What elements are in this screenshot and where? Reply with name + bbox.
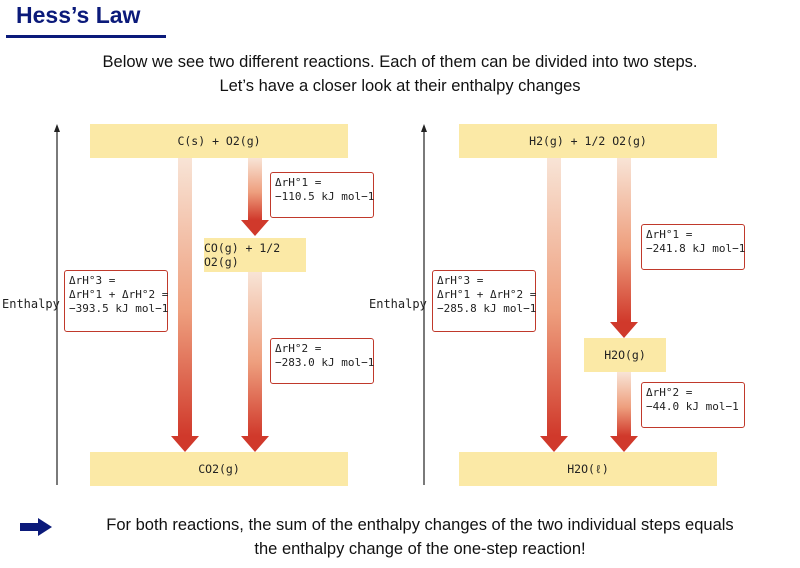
intro-line-1: Below we see two different reactions. Ea… [102, 53, 698, 71]
footer-line-2: the enthalpy change of the one-step reac… [254, 540, 586, 558]
right-level-intermediate-text: H2O(g) [604, 348, 646, 362]
right-level-products-text: H2O(ℓ) [567, 461, 609, 476]
left-axis-label: Enthalpy [2, 297, 60, 311]
right-level-reactants: H2(g) + 1/2 O2(g) [459, 124, 717, 158]
right-step2-label: ΔrH°2 = [646, 386, 693, 399]
left-level-products: CO2(g) [90, 452, 348, 486]
right-axis-label: Enthalpy [369, 297, 427, 311]
left-step1-label: ΔrH°1 = [275, 176, 322, 189]
left-overall-arrow [171, 158, 199, 452]
left-level-products-text: CO2(g) [198, 462, 240, 476]
right-step2-box: ΔrH°2 = −44.0 kJ mol−1 [641, 382, 745, 428]
right-step2-value: −44.0 kJ mol−1 [646, 400, 739, 413]
footer-line-1: For both reactions, the sum of the entha… [106, 516, 734, 534]
left-overall-value: −393.5 kJ mol−1 [69, 302, 169, 315]
left-overall-label: ΔrH°3 = [69, 274, 116, 287]
right-axis-head [421, 124, 427, 132]
left-step2-value: −283.0 kJ mol−1 [275, 356, 375, 369]
left-step2-box: ΔrH°2 = −283.0 kJ mol−1 [270, 338, 374, 384]
right-overall-label: ΔrH°3 = [437, 274, 484, 287]
left-step1-arrow [241, 158, 269, 236]
left-axis-head [54, 124, 60, 132]
left-step1-value: −110.5 kJ mol−1 [275, 190, 375, 203]
left-overall-sum: ΔrH°1 + ΔrH°2 = [69, 288, 169, 301]
left-step1-box: ΔrH°1 = −110.5 kJ mol−1 [270, 172, 374, 218]
left-overall-box: ΔrH°3 = ΔrH°1 + ΔrH°2 = −393.5 kJ mol−1 [64, 270, 168, 332]
left-step2-label: ΔrH°2 = [275, 342, 322, 355]
page-title: Hess’s Law [16, 2, 141, 28]
right-step1-arrow [610, 158, 638, 338]
right-arrow-icon [20, 518, 52, 536]
right-step1-value: −241.8 kJ mol−1 [646, 242, 746, 255]
left-level-intermediate: CO(g) + 1/2 O2(g) [204, 238, 306, 272]
right-level-intermediate: H2O(g) [584, 338, 666, 372]
right-step1-label: ΔrH°1 = [646, 228, 693, 241]
right-step1-box: ΔrH°1 = −241.8 kJ mol−1 [641, 224, 745, 270]
intro-line-2: Let’s have a closer look at their enthal… [219, 77, 581, 95]
right-overall-box: ΔrH°3 = ΔrH°1 + ΔrH°2 = −285.8 kJ mol−1 [432, 270, 536, 332]
title-underline [6, 35, 166, 38]
right-overall-value: −285.8 kJ mol−1 [437, 302, 537, 315]
left-step2-arrow [241, 272, 269, 452]
right-level-reactants-text: H2(g) + 1/2 O2(g) [529, 134, 647, 148]
left-level-reactants-text: C(s) + O2(g) [177, 134, 261, 148]
right-overall-arrow [540, 158, 568, 452]
left-level-reactants: C(s) + O2(g) [90, 124, 348, 158]
left-level-intermediate-text: CO(g) + 1/2 O2(g) [204, 241, 281, 269]
right-step2-arrow [610, 372, 638, 452]
right-overall-sum: ΔrH°1 + ΔrH°2 = [437, 288, 537, 301]
right-level-products: H2O(ℓ) [459, 452, 717, 486]
